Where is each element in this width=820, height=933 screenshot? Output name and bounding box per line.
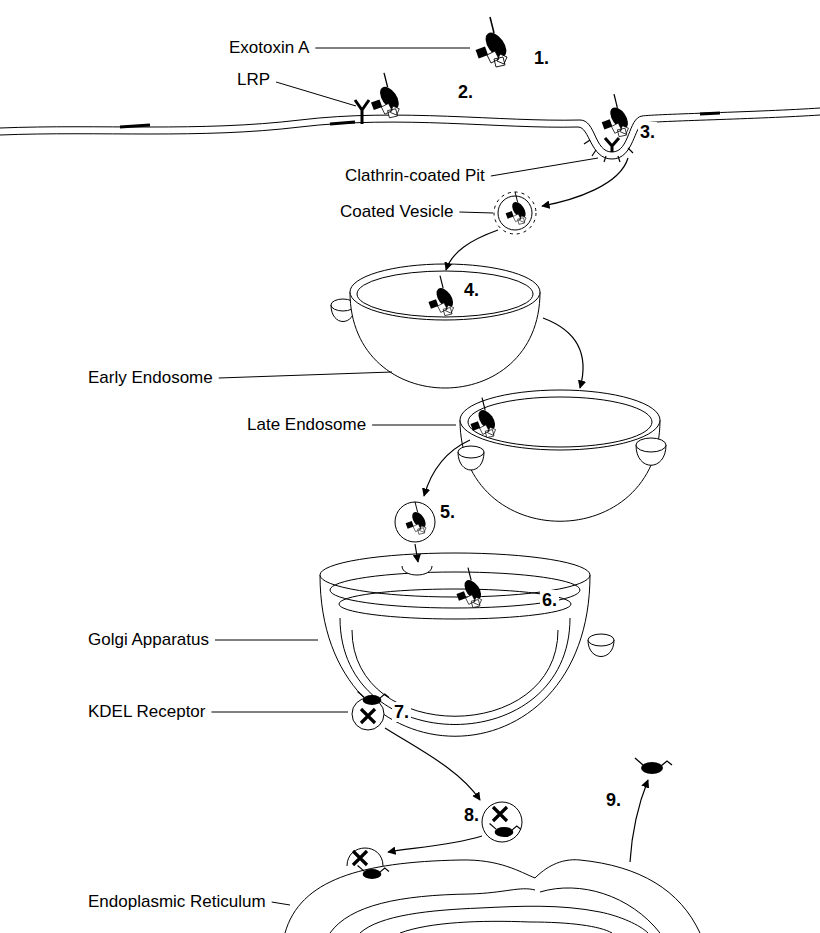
leader-line xyxy=(215,640,318,641)
part-label: Golgi Apparatus xyxy=(88,630,209,650)
endosome-rim xyxy=(357,271,533,317)
kdel-receptor-symbol xyxy=(493,807,507,821)
callout-number: 9. xyxy=(604,790,623,811)
toxin-symbol xyxy=(428,276,456,316)
leader-line xyxy=(315,48,470,49)
membrane-mark xyxy=(120,113,720,127)
callout-number: 1. xyxy=(532,48,551,69)
callout-number: 3. xyxy=(638,122,657,143)
pathway-arrows xyxy=(385,158,648,862)
callout-number: 8. xyxy=(462,805,481,826)
golgi-cisterna xyxy=(340,618,570,725)
pathway-arrow xyxy=(543,318,583,388)
plasma-membrane xyxy=(0,108,820,162)
part-label: Exotoxin A xyxy=(229,38,309,58)
toxin-fragment xyxy=(358,866,389,880)
er-cisterna xyxy=(400,921,612,933)
leader-line xyxy=(372,425,456,426)
pathway-arrow xyxy=(446,230,498,270)
toxin-symbol xyxy=(470,398,498,438)
part-label: Endoplasmic Reticulum xyxy=(88,892,266,912)
callout-number: 7. xyxy=(392,702,411,723)
toxin-symbol xyxy=(476,17,511,67)
leader-line xyxy=(276,82,356,106)
toxin-symbol xyxy=(506,192,529,225)
endosome-bud xyxy=(636,438,666,452)
pathway-arrow xyxy=(415,544,418,562)
pathway-arrow xyxy=(385,728,480,800)
callout-number: 5. xyxy=(438,502,457,523)
golgi-body xyxy=(320,575,590,736)
toxin-symbol xyxy=(406,502,429,535)
early-endosome xyxy=(331,264,540,388)
endosome-rim xyxy=(460,390,660,450)
retrograde-vesicle xyxy=(482,802,522,842)
er-cisterna xyxy=(360,906,648,933)
er-cisterna xyxy=(330,888,660,933)
leader-line xyxy=(491,158,598,176)
leader-line xyxy=(219,372,392,378)
membrane-line xyxy=(0,115,820,159)
endosome-bud xyxy=(458,446,484,458)
fusing-vesicle xyxy=(347,848,383,866)
pathway-arrow xyxy=(630,780,648,862)
part-label: Coated Vesicle xyxy=(340,202,453,222)
kdel-receptor-symbol xyxy=(353,851,367,865)
toxin-symbol xyxy=(456,568,484,608)
lrp-receptor xyxy=(605,138,619,152)
golgi-apparatus xyxy=(320,553,590,736)
lrp-receptor xyxy=(355,100,369,124)
endosome-rim xyxy=(468,397,652,447)
kdel-receptor-symbol xyxy=(361,709,375,723)
toxin-fragment xyxy=(490,824,521,838)
endoplasmic-reticulum xyxy=(285,860,700,933)
leader-line xyxy=(272,902,290,905)
toxin-fragment xyxy=(635,758,672,774)
golgi-cisterna xyxy=(352,630,558,716)
toxin-symbol xyxy=(371,73,402,118)
toxin-symbol xyxy=(602,94,632,137)
er-membrane xyxy=(285,860,700,933)
late-endosome xyxy=(458,390,666,521)
leader-line xyxy=(459,212,493,213)
pathway-arrow xyxy=(388,836,482,852)
callout-number: 4. xyxy=(462,280,481,301)
endosome-rim xyxy=(350,264,540,320)
leader-lines xyxy=(211,48,598,905)
pathway-arrow xyxy=(424,440,470,496)
toxin-fragment xyxy=(358,692,389,706)
golgi-vesicle xyxy=(588,634,614,646)
callout-number: 2. xyxy=(456,82,475,103)
golgi-cisterna xyxy=(339,589,571,619)
part-label: KDEL Receptor xyxy=(88,702,205,722)
part-label: Clathrin-coated Pit xyxy=(345,166,485,186)
golgi-bud xyxy=(402,566,432,575)
membrane-line xyxy=(0,108,820,152)
transport-vesicle xyxy=(395,502,435,542)
part-label: LRP xyxy=(237,70,270,90)
callout-number: 6. xyxy=(540,590,559,611)
part-label: Late Endosome xyxy=(247,415,366,435)
leader-line xyxy=(211,712,348,713)
part-label: Early Endosome xyxy=(88,368,213,388)
vesicle-coat xyxy=(494,192,536,234)
